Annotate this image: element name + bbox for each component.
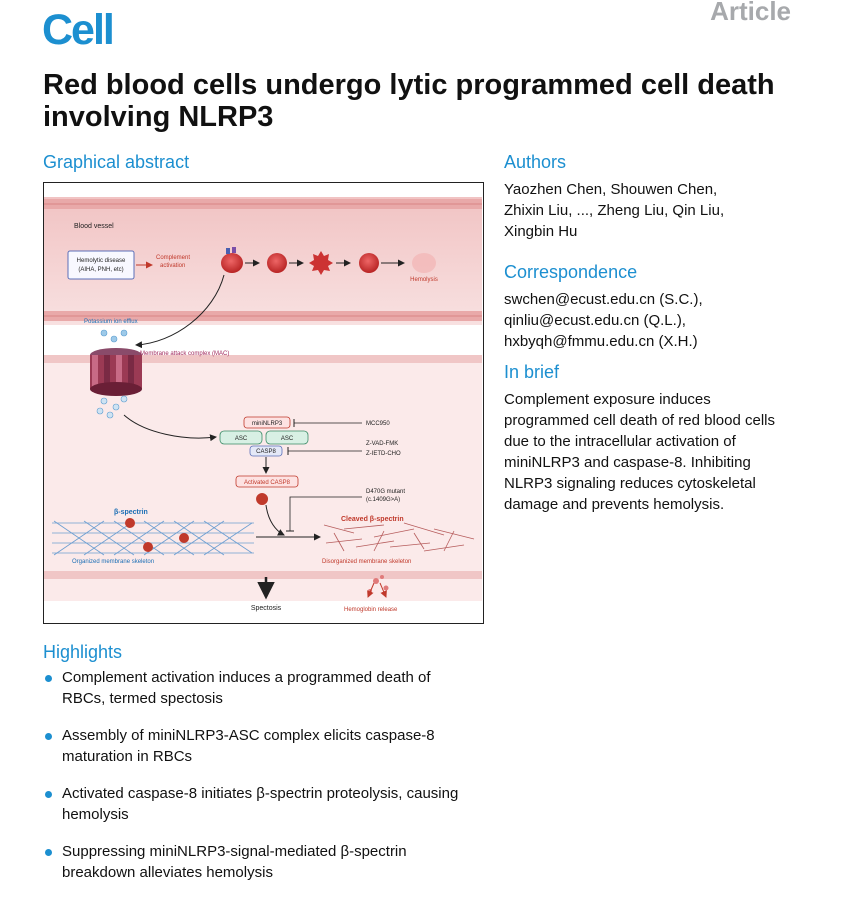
authors-heading: Authors [504,152,567,172]
email-link[interactable]: swchen@ecust.edu.cn (S.C.), [504,291,703,308]
complement-activation-label: activation [160,263,185,269]
organized-skeleton [52,520,254,556]
activated-casp8-node [235,475,299,488]
highlight-item: Complement activation induces a programm… [43,667,483,709]
highlight-line: maturation in RBCs [62,748,193,765]
highlight-line: Complement activation induces a programm… [62,669,431,686]
in-brief-line: damage and prevents hemolysis. [504,496,725,513]
highlight-line: Assembly of miniNLRP3-ASC complex elicit… [62,727,435,744]
authors-line: Yaozhen Chen, Shouwen Chen, [504,181,718,198]
graphical-abstract-heading: Graphical abstract [43,152,190,172]
article-type-label: Article [710,0,791,26]
correspondence-heading: Correspondence [504,262,638,282]
highlight-line: Activated caspase-8 initiates β-spectrin… [62,785,459,802]
hemolytic-disease-label: Hemolytic disease [77,258,126,264]
blood-vessel-label: Blood vessel [74,223,114,230]
mac-arrow [135,274,225,349]
organized-skeleton-label: Organized membrane skeleton [72,559,154,565]
highlights-list: Complement activation induces a programm… [43,667,483,899]
d470g-label: D470G mutant [366,489,405,495]
mac-label: Membrane attack complex (MAC) [140,351,229,357]
casp8-enzyme-icons [125,518,189,552]
in-brief-heading: In brief [504,362,560,382]
in-brief-line: miniNLRP3 and caspase-8. Inhibiting [504,454,751,471]
hemolytic-disease-box [67,250,135,280]
in-brief-line: Complement exposure induces [504,391,711,408]
casp8-node [249,445,283,457]
paper-title: Red blood cells undergo lytic programmed… [43,69,775,133]
email-link[interactable]: hxbyqh@fmmu.edu.cn (X.H.) [504,333,698,350]
echinocyte-icon [309,251,333,275]
in-brief-line: NLRP3 signaling reduces cytoskeletal [504,475,756,492]
spectosis-label: Spectosis [251,605,282,612]
bullet-icon [45,849,52,856]
authors-line: Zhixin Liu, ..., Zheng Liu, Qin Liu, [504,202,725,219]
highlights-heading: Highlights [43,642,123,662]
asc-node [265,430,309,445]
disorganized-skeleton-label: Disorganized membrane skeleton [322,559,411,565]
mcc950-label: MCC950 [366,421,390,427]
highlight-item: Suppressing miniNLRP3-signal-mediated β-… [43,841,483,883]
journal-logo: Cell [42,6,115,54]
bullet-icon [45,733,52,740]
d470g-mutation-label: (c.1409G>A) [366,497,400,503]
casp8-label: CASP8 [256,449,276,455]
hemolytic-disease-examples: (AIHA, PNH, etc) [78,267,123,273]
graphical-abstract-figure: Blood vessel Hemolytic disease (AIHA, PN… [43,182,484,624]
highlight-line: Suppressing miniNLRP3-signal-mediated β-… [62,843,407,860]
email-link[interactable]: qinliu@ecust.edu.cn (Q.L.), [504,312,686,329]
highlight-line: breakdown alleviates hemolysis [62,864,273,881]
rbc-cell-icon [267,253,287,273]
bullet-icon [45,675,52,682]
potassium-ions-cytosol [96,395,128,419]
activated-casp8-label: Activated CASP8 [244,480,291,486]
rbc-cell-icon [221,253,243,273]
asc-label: ASC [235,436,248,442]
cleaved-spectrin-label: Cleaved β-spectrin [341,516,404,523]
mininlrp3-node [243,416,291,429]
highlight-item: Assembly of miniNLRP3-ASC complex elicit… [43,725,483,767]
zvad-label: Z-VAD-FMK [366,441,398,447]
highlight-line: RBCs, termed spectosis [62,690,223,707]
authors-line: Xingbin Hu [504,223,578,240]
spherocyte-icon [359,253,379,273]
hemolysis-label: Hemolysis [410,277,438,283]
in-brief-line: due to the intracellular activation of [504,433,736,450]
asc-label: ASC [281,436,294,442]
mininlrp3-label: miniNLRP3 [252,421,283,427]
rbc-progression: Hemolysis [221,247,438,283]
disorganized-skeleton [323,522,475,552]
authors-list: Yaozhen Chen, Shouwen Chen, Zhixin Liu, … [504,179,724,242]
hemoglobin-release-label: Hemoglobin release [344,607,398,613]
in-brief-line: programmed cell death of red blood cells [504,412,775,429]
potassium-ions [100,329,128,343]
beta-spectrin-label: β-spectrin [114,509,148,516]
complement-label: Complement [156,255,190,261]
ghost-cell-icon [412,253,436,273]
in-brief-text: Complement exposure induces programmed c… [504,389,775,515]
highlight-item: Activated caspase-8 initiates β-spectrin… [43,783,483,825]
zietd-label: Z-IETD-CHO [366,451,401,457]
correspondence-list: swchen@ecust.edu.cn (S.C.), qinliu@ecust… [504,289,703,352]
casp8-enzyme-icon [256,493,269,505]
bullet-icon [45,791,52,798]
potassium-efflux-label: Potassium ion efflux [84,319,138,325]
mac-pore-icon [90,348,142,396]
asc-node [219,430,263,445]
highlight-line: hemolysis [62,806,129,823]
